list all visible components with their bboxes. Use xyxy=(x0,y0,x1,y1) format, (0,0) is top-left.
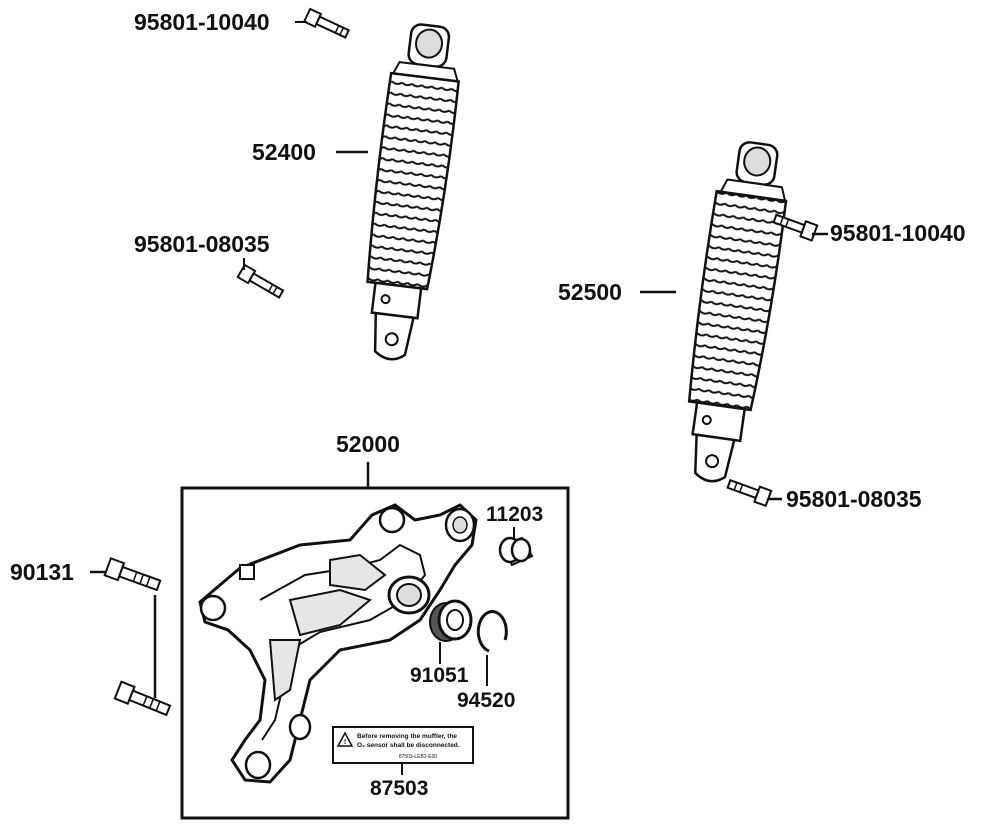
bolt-bracket-lower-icon xyxy=(113,680,172,717)
assembly-frame xyxy=(180,486,570,820)
bolt-bracket-upper-icon xyxy=(103,557,162,592)
circlip-icon xyxy=(476,610,508,653)
label-shock-left: 52400 xyxy=(252,139,316,165)
label-bearing: 91051 xyxy=(410,664,469,687)
bracket-casting xyxy=(198,503,478,784)
label-bolt-right-top: 95801-10040 xyxy=(830,220,966,246)
bolt-mid-left-icon xyxy=(236,263,285,299)
warning-line-1: Before removing the muffler, the xyxy=(357,733,457,740)
label-bolt-mid-left: 95801-08035 xyxy=(134,231,270,257)
collar-icon xyxy=(498,536,534,567)
bolt-right-bottom-icon xyxy=(726,478,773,508)
svg-text:!: ! xyxy=(344,739,346,746)
shock-absorber-left xyxy=(366,23,461,361)
warning-code: 87503-LEB2-E00 xyxy=(399,754,438,760)
shock-absorber-right xyxy=(687,141,788,483)
bolt-top-left-icon xyxy=(302,7,351,39)
label-circlip: 94520 xyxy=(457,689,516,712)
label-assembly: 52000 xyxy=(336,431,400,457)
label-bolt-right-bottom: 95801-08035 xyxy=(786,486,922,512)
label-collar: 11203 xyxy=(486,503,544,526)
warning-sticker: ! Before removing the muffler, the O₂ se… xyxy=(332,726,474,764)
label-bolt-bracket: 90131 xyxy=(10,559,74,585)
label-bolt-top-left: 95801-10040 xyxy=(134,9,270,35)
warning-line-2: O₂ sensor shall be disconnected. xyxy=(357,742,460,749)
label-warning-sticker: 87503 xyxy=(370,777,429,800)
label-shock-right: 52500 xyxy=(558,279,622,305)
bearing-icon xyxy=(429,599,473,642)
